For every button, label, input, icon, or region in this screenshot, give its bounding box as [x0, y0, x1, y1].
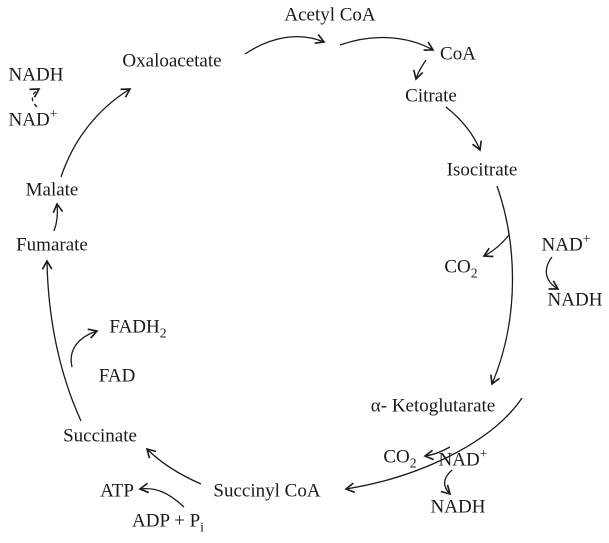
co2-lower-text: CO: [383, 446, 410, 468]
fadh2-text: FADH: [109, 316, 160, 338]
fadh2-subscript: 2: [159, 325, 167, 341]
co2-right-text: CO: [444, 256, 471, 278]
arrow-succinylcoa-to-succinate: [145, 447, 202, 485]
cofactor-atp: ATP: [100, 480, 134, 502]
metabolite-citrate: Citrate: [405, 85, 457, 107]
cofactor-fadh2: FADH2: [109, 316, 167, 341]
metabolite-co2-lower: CO2: [383, 446, 417, 471]
cofactor-nad-lower: NAD+: [438, 447, 488, 471]
nad-right-text: NAD: [541, 234, 583, 256]
cofactor-nad-left: NAD+: [8, 107, 58, 131]
metabolite-fumarate: Fumarate: [16, 234, 88, 256]
arrow-ketoglutarate-to-succinylcoa: [344, 397, 523, 494]
co2-right-subscript: 2: [470, 265, 478, 281]
arrow-succinate-to-fumarate: [41, 259, 82, 422]
metabolite-isocitrate: Isocitrate: [446, 159, 518, 181]
metabolite-alpha-ketoglutarate: α- Ketoglutarate: [370, 395, 496, 417]
arrow-citrate-to-isocitrate: [445, 106, 483, 152]
metabolite-malate: Malate: [25, 179, 79, 201]
arrow-branch-co2-lower: [423, 446, 451, 461]
arrow-to-citrate: [412, 59, 427, 81]
arrow-branch-co2-right: [482, 234, 510, 258]
arrow-to-coa: [339, 36, 435, 51]
cofactor-nad-right: NAD+: [541, 232, 591, 256]
arrow-adp-to-atp: [138, 482, 185, 508]
adp-text: ADP + P: [132, 510, 201, 532]
metabolite-co2-right: CO2: [444, 256, 478, 281]
cofactor-nadh-lower: NADH: [430, 496, 486, 518]
metabolite-succinyl-coa: Succinyl CoA: [213, 480, 321, 502]
arrow-nad-to-nadh-lower: [440, 469, 453, 496]
cofactor-nadh-left: NADH: [8, 64, 64, 86]
cofactor-adp-pi: ADP + Pi: [132, 510, 204, 535]
metabolite-succinate: Succinate: [63, 425, 137, 447]
nad-lower-text: NAD: [438, 449, 480, 471]
nad-left-superscript: +: [49, 106, 58, 122]
arrow-fumarate-to-malate: [52, 202, 64, 232]
adp-pi-subscript: i: [200, 519, 204, 535]
nad-left-text: NAD: [8, 109, 50, 131]
metabolite-acetyl-coa: Acetyl CoA: [284, 4, 376, 26]
arrow-fad-to-fadh2: [70, 328, 99, 368]
cofactor-fad: FAD: [98, 365, 136, 387]
arrow-malate-to-oxaloacetate: [60, 88, 132, 178]
arrow-nad-to-nadh-right: [545, 256, 560, 290]
nad-lower-superscript: +: [479, 446, 488, 462]
arrow-nad-to-nadh-left: [29, 88, 41, 108]
nad-right-superscript: +: [582, 231, 591, 247]
arrow-isocitrate-to-ketoglutarate: [490, 185, 514, 386]
metabolite-oxaloacetate: Oxaloacetate: [122, 50, 222, 72]
arrow-acetylcoa-entry: [244, 34, 326, 55]
co2-lower-subscript: 2: [409, 455, 417, 471]
cofactor-nadh-right: NADH: [547, 289, 603, 311]
metabolite-coa: CoA: [440, 43, 476, 65]
